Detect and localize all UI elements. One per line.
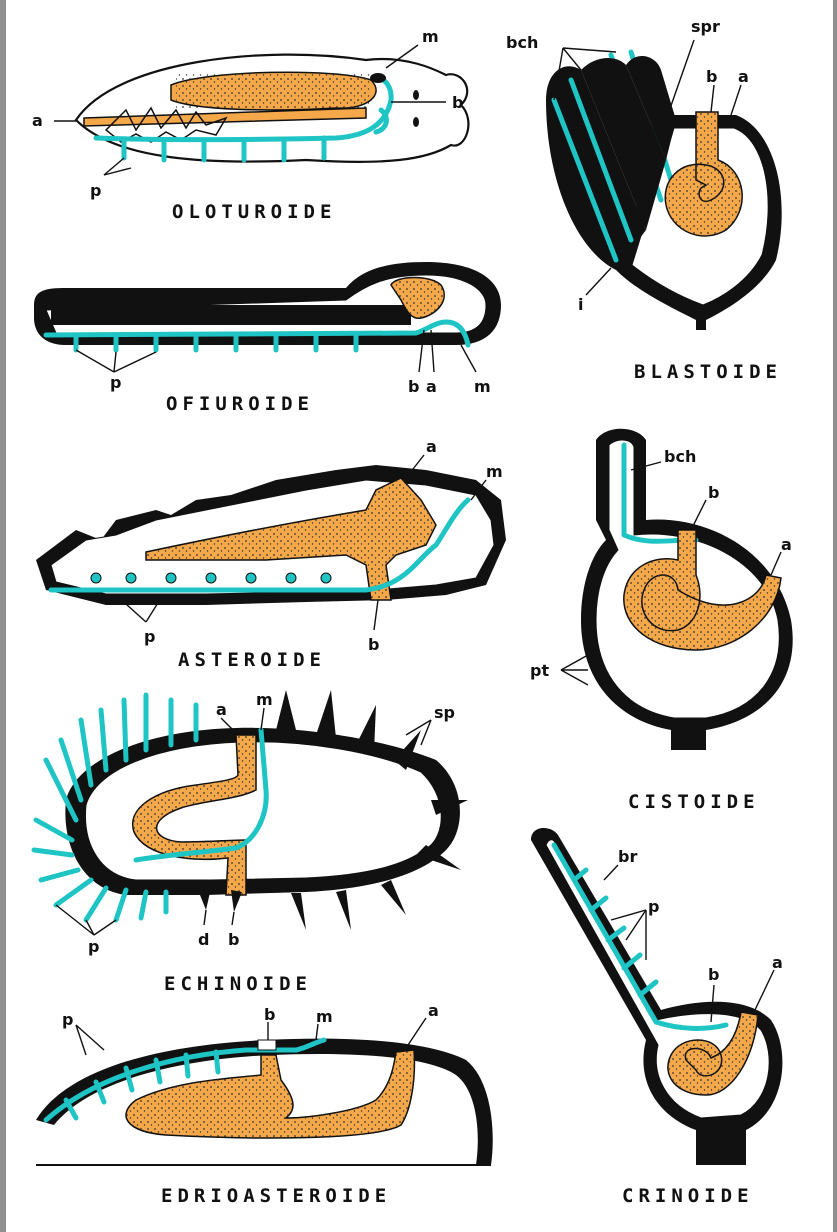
ofiuroide-figure: p b a m OFIUROIDE: [34, 262, 501, 415]
label-bch-cistoide: bch: [664, 447, 696, 466]
label-b-asteroide: b: [368, 635, 379, 654]
label-b-crinoide: b: [708, 965, 719, 984]
label-m-asteroide: m: [486, 462, 503, 481]
title-asteroide: ASTEROIDE: [178, 649, 326, 671]
label-a-cistoide: a: [781, 535, 792, 554]
label-p-echinoide: p: [88, 937, 99, 956]
label-bch-blastoide: bch: [506, 33, 538, 52]
label-m-ofiuroide: m: [474, 377, 491, 396]
label-a-ofiuroide: a: [426, 377, 437, 396]
title-ofiuroide: OFIUROIDE: [166, 393, 314, 415]
label-spr: spr: [691, 17, 720, 36]
label-a-crinoide: a: [772, 953, 783, 972]
cistoide-figure: bch b a pt CISTOIDE: [530, 429, 793, 813]
echinoide-figure: a m sp p d b ECHINOIDE: [34, 690, 468, 995]
label-p-asteroide: p: [144, 627, 155, 646]
title-cistoide: CISTOIDE: [628, 791, 760, 813]
label-b: b: [452, 93, 463, 112]
edrioasteroide-figure: p b m a EDRIOASTEROIDE: [36, 1001, 493, 1207]
label-pt: pt: [530, 661, 549, 680]
label-b-echinoide: b: [228, 930, 239, 949]
label-br: br: [618, 847, 637, 866]
label-b-edrioasteroide: b: [264, 1005, 275, 1024]
label-d: d: [198, 930, 209, 949]
label-p-edrioasteroide: p: [62, 1010, 73, 1029]
label-a-asteroide: a: [426, 437, 437, 456]
title-echinoide: ECHINOIDE: [164, 973, 312, 995]
label-a-edrioasteroide: a: [428, 1001, 439, 1020]
tube-feet-asteroide: [91, 573, 331, 583]
title-blastoide: BLASTOIDE: [634, 361, 782, 383]
label-p-ofiuroide: p: [110, 373, 121, 392]
label-m-edrioasteroide: m: [316, 1007, 333, 1026]
label-a-blastoide: a: [738, 67, 749, 86]
figure-sheet: a p m b OLOTUROIDE p b a m O: [6, 0, 833, 1232]
label-b-ofiuroide: b: [408, 377, 419, 396]
oloturoide-figure: a p m b OLOTUROIDE: [32, 27, 468, 223]
asteroide-figure: a m p b ASTEROIDE: [36, 437, 506, 671]
label-m: m: [422, 27, 439, 46]
label-a: a: [32, 111, 43, 130]
title-oloturoide: OLOTUROIDE: [172, 201, 336, 223]
label-sp: sp: [434, 703, 455, 722]
blastoide-figure: bch spr b a i BLASTOIDE: [506, 17, 782, 383]
echinoderm-anatomy-diagram: a p m b OLOTUROIDE p b a m O: [6, 0, 833, 1232]
label-b-cistoide: b: [708, 483, 719, 502]
label-a-echinoide: a: [216, 700, 227, 719]
label-p: p: [90, 181, 101, 200]
title-edrioasteroide: EDRIOASTEROIDE: [161, 1185, 391, 1207]
title-crinoide: CRINOIDE: [622, 1185, 754, 1207]
label-i: i: [578, 295, 583, 314]
label-b-blastoide: b: [706, 67, 717, 86]
label-p-crinoide: p: [648, 897, 659, 916]
label-m-echinoide: m: [256, 690, 273, 709]
crinoide-figure: br p b a CRINOIDE: [531, 828, 783, 1207]
